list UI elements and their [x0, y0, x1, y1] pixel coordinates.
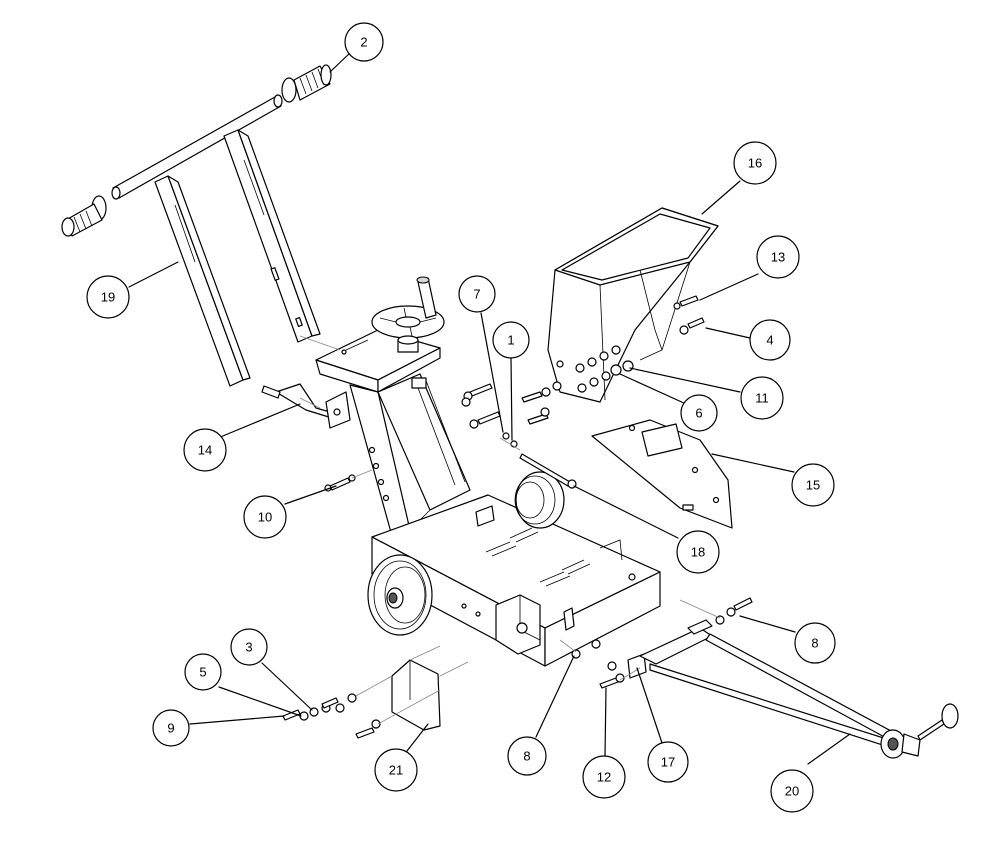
callout-2-label: 2 — [360, 35, 367, 50]
callout-11-label: 11 — [755, 391, 769, 406]
callout-5: 5 — [184, 653, 222, 691]
callout-8-right-label: 8 — [811, 636, 818, 651]
callout-17: 17 — [647, 741, 689, 783]
callout-11: 11 — [740, 376, 784, 420]
callout-8-bottom-label: 8 — [523, 749, 530, 764]
callout-15: 15 — [791, 463, 835, 507]
callout-19-label: 19 — [101, 290, 115, 305]
callout-18-label: 18 — [691, 545, 705, 560]
callout-4: 4 — [749, 319, 791, 361]
callout-9-label: 9 — [167, 721, 174, 736]
callout-10: 10 — [243, 495, 287, 539]
callout-21: 21 — [374, 748, 418, 792]
callout-6-label: 6 — [695, 406, 702, 421]
callout-8-bottom: 8 — [507, 736, 547, 776]
blade-guard-hopper — [547, 207, 719, 403]
callout-2: 2 — [344, 22, 384, 62]
handle-grip-left — [61, 195, 107, 237]
main-frame — [315, 276, 471, 537]
callout-6: 6 — [680, 394, 718, 432]
callout-13: 13 — [756, 235, 800, 279]
assembly-guide-lines — [299, 335, 721, 725]
callout-14: 14 — [183, 428, 227, 472]
handle-grip-right — [281, 64, 332, 103]
callout-1: 1 — [492, 321, 530, 359]
callout-10-label: 10 — [258, 510, 272, 525]
callout-1-label: 1 — [507, 333, 514, 348]
callout-12-label: 12 — [597, 770, 611, 785]
side-guard-plate — [591, 419, 733, 529]
callout-16-label: 16 — [748, 156, 762, 171]
depth-handwheel — [371, 276, 445, 353]
callout-7-label: 7 — [473, 287, 480, 302]
leader-lines — [128, 51, 851, 765]
wheel-left — [367, 554, 433, 636]
callout-17-label: 17 — [661, 755, 675, 770]
callout-8-right: 8 — [794, 622, 836, 664]
callout-9: 9 — [152, 709, 190, 747]
callout-21-label: 21 — [389, 763, 403, 778]
callout-20: 20 — [770, 769, 814, 813]
callout-7: 7 — [458, 275, 496, 313]
callout-19: 19 — [86, 275, 130, 319]
towbar-assembly — [639, 619, 959, 759]
wheel-right — [514, 471, 565, 529]
front-plate — [391, 659, 441, 731]
callout-14-label: 14 — [198, 443, 212, 458]
callout-4-label: 4 — [766, 333, 773, 348]
callout-15-label: 15 — [806, 478, 820, 493]
callout-13-label: 13 — [771, 250, 785, 265]
callout-3-label: 3 — [245, 640, 252, 655]
callout-20-label: 20 — [785, 784, 799, 799]
callout-16: 16 — [733, 141, 777, 185]
callout-5-label: 5 — [199, 665, 206, 680]
handle-assembly — [61, 64, 332, 387]
callout-12: 12 — [582, 755, 626, 799]
callout-3: 3 — [230, 628, 268, 666]
callout-18: 18 — [676, 530, 720, 574]
